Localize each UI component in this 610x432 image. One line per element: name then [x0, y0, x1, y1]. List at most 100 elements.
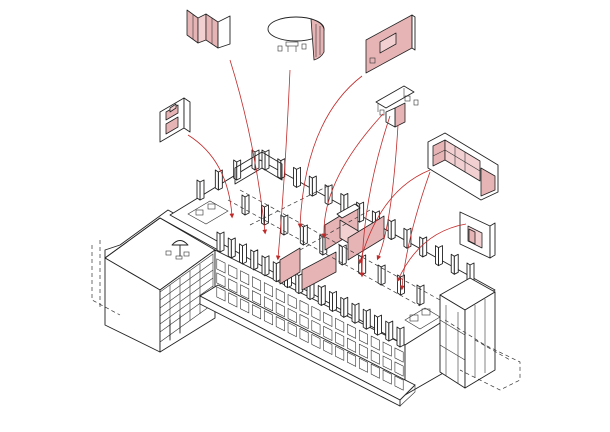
column — [230, 237, 236, 259]
column — [332, 290, 337, 312]
column-side — [340, 296, 345, 318]
left-core-fittings — [187, 151, 283, 225]
facade-window — [323, 325, 333, 341]
facade-window — [323, 311, 333, 327]
column — [296, 166, 301, 188]
facade-window — [287, 294, 297, 310]
facade-window — [275, 316, 285, 332]
facade-window — [287, 322, 297, 338]
column-side — [416, 284, 421, 306]
facade-window — [228, 264, 238, 280]
facade-window — [335, 345, 345, 361]
column-side — [239, 243, 243, 265]
column — [377, 314, 382, 336]
circular-curtain-meeting-room — [267, 16, 325, 61]
facade-window — [335, 331, 345, 347]
column — [244, 194, 250, 216]
column-side — [403, 227, 408, 249]
column — [253, 249, 259, 271]
facade-window — [275, 302, 285, 318]
facade-window — [240, 298, 250, 314]
facade-window — [394, 361, 404, 377]
facade-window — [335, 317, 345, 333]
column-side — [338, 244, 343, 266]
column-side — [214, 169, 219, 191]
column-side — [241, 194, 246, 216]
facade-window — [263, 282, 273, 298]
facade-window — [311, 319, 321, 336]
facade-window — [370, 335, 380, 351]
facade-window — [358, 329, 368, 345]
left-end-block — [104, 209, 219, 353]
facade-window — [252, 290, 262, 306]
facade-window — [347, 351, 357, 367]
column — [438, 245, 443, 267]
facade-window — [216, 286, 226, 302]
facade-window — [382, 369, 392, 385]
installed-partitions — [279, 203, 385, 291]
kitchen-wall-unit — [159, 97, 191, 143]
column — [320, 284, 326, 306]
column-side — [385, 320, 390, 342]
column-side — [293, 166, 297, 188]
column — [419, 284, 425, 306]
facade-window — [216, 258, 226, 274]
facade-window — [299, 299, 309, 316]
column-side — [450, 253, 455, 275]
column-side — [387, 219, 392, 240]
column-side — [374, 314, 378, 336]
column — [388, 320, 394, 342]
column-side — [216, 231, 221, 253]
facade-window — [252, 304, 262, 320]
column-side — [251, 149, 256, 171]
facade-window — [382, 341, 392, 357]
facade-window — [394, 375, 404, 391]
column — [354, 302, 360, 324]
facade-window — [370, 349, 380, 365]
column — [365, 308, 371, 330]
column-side — [317, 284, 322, 306]
facade-window — [370, 363, 380, 379]
facade-window — [347, 337, 357, 353]
column-side — [196, 179, 201, 201]
column — [343, 296, 349, 318]
leader-arrows — [187, 59, 467, 291]
facade-window — [358, 343, 368, 359]
column-side — [396, 326, 401, 348]
facade-window — [382, 355, 392, 371]
niche-seating-wall — [459, 211, 496, 259]
workstation-desks — [375, 85, 419, 128]
column — [390, 219, 396, 240]
column — [264, 149, 270, 171]
column-side — [362, 308, 367, 330]
column — [264, 255, 270, 277]
terrace-furniture — [165, 240, 190, 260]
column-side — [377, 264, 382, 286]
column-side — [324, 184, 329, 206]
column — [199, 179, 205, 201]
facade-window — [299, 313, 309, 330]
facade-window — [228, 278, 238, 294]
column — [219, 231, 225, 253]
shelving-storage-wall — [427, 132, 499, 201]
column — [399, 326, 405, 348]
facade-window — [252, 276, 262, 292]
facade-window — [299, 327, 309, 344]
column-side — [329, 290, 333, 312]
column-side — [299, 224, 304, 246]
facade-window — [287, 308, 297, 324]
right-stair-tower — [404, 277, 496, 389]
facade-window — [216, 272, 226, 288]
column-side — [227, 237, 232, 259]
presentation-wall-with-screen — [365, 14, 416, 74]
column-side — [351, 302, 356, 324]
column — [453, 253, 459, 275]
column — [236, 159, 242, 181]
column-side — [419, 236, 424, 258]
facade-window — [358, 357, 368, 373]
facade-windows — [216, 258, 404, 391]
facade-window — [263, 296, 273, 312]
column-side — [261, 255, 266, 277]
